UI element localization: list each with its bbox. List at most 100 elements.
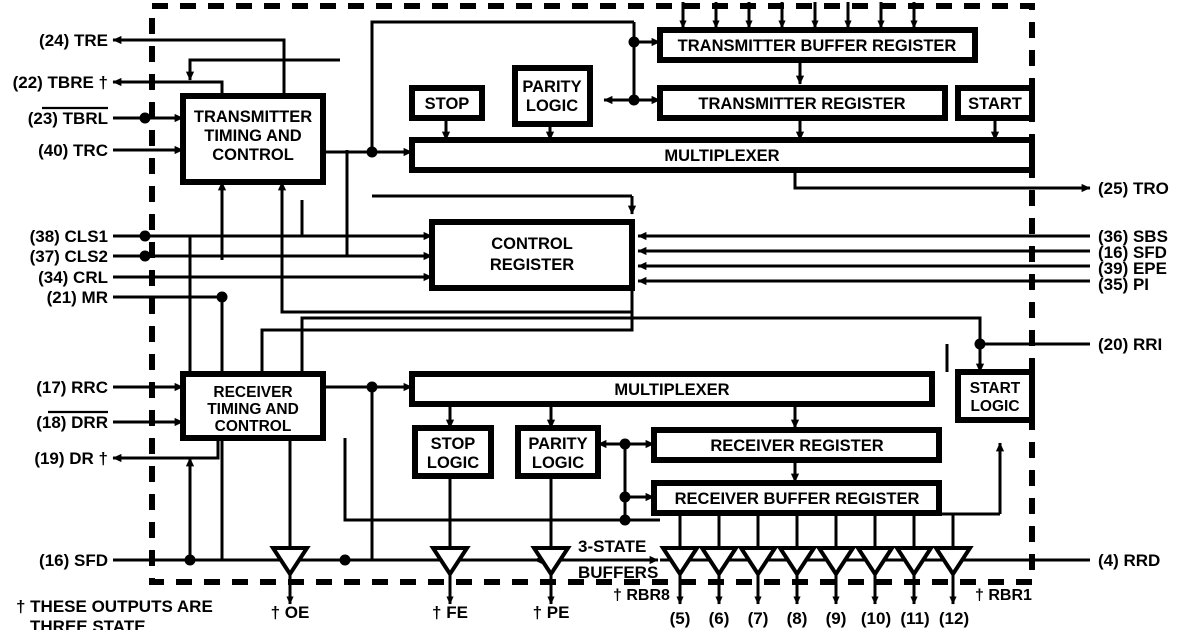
rbr-pin-numbers: (5) (6) (7) (8) (9) (10) (11) (12) xyxy=(670,609,970,628)
right-pin-labels: (25) TRO (36) SBS (16) SFD (39) EPE (35)… xyxy=(1098,179,1169,570)
rbr-pin-12: (12) xyxy=(939,609,969,628)
bottom-pin-labels: † OE † FE † PE xyxy=(271,603,570,622)
rbr-pin-7: (7) xyxy=(748,609,769,628)
pin-label-cls2: (37) CLS2 xyxy=(30,247,108,266)
three-state-label-2: BUFFERS xyxy=(578,563,658,582)
block-receiver-register: RECEIVER REGISTER xyxy=(651,427,942,463)
block-transmitter-buffer-register: TRANSMITTER BUFFER REGISTER xyxy=(657,27,978,63)
buffer-output-arrows xyxy=(286,574,957,605)
block-start-transmit: START xyxy=(955,85,1035,121)
block-stop-transmit: STOP xyxy=(409,85,485,121)
buffer-rbr5 xyxy=(776,546,818,578)
block-receiver-buffer-register: RECEIVER BUFFER REGISTER xyxy=(651,480,942,516)
pin-label-pi: (35) PI xyxy=(1098,275,1149,294)
block-multiplexer-transmit: MULTIPLEXER xyxy=(409,137,1035,173)
block-start-logic-receive: START LOGIC xyxy=(955,369,1035,423)
block-parity-logic-transmit: PARITY LOGIC xyxy=(512,65,593,127)
pin-label-tre: (24) TRE xyxy=(39,31,108,50)
three-state-annotation: 3-STATE BUFFERS xyxy=(578,537,658,582)
pin-label-rrd: (4) RRD xyxy=(1098,551,1160,570)
pin-label-drr: (18) DRR xyxy=(36,413,108,432)
buffer-rbr7 xyxy=(698,546,740,578)
block-label: LOGIC xyxy=(970,398,1019,415)
block-label: MULTIPLEXER xyxy=(664,147,779,165)
pin-label-rrc: (17) RRC xyxy=(36,378,108,397)
pin-label-cls1: (38) CLS1 xyxy=(30,227,108,246)
three-state-buffers xyxy=(269,546,974,578)
rbr-labels: † RBR8 † RBR1 xyxy=(613,587,1032,604)
block-transmitter-timing-control: TRANSMITTER TIMING AND CONTROL xyxy=(180,93,326,185)
block-label: START xyxy=(968,95,1022,113)
buffer-rbr6 xyxy=(737,546,779,578)
rbr8-label: † RBR8 xyxy=(613,587,670,604)
buffer-rbr4 xyxy=(815,546,857,578)
block-multiplexer-receive: MULTIPLEXER xyxy=(409,371,935,407)
block-label: CONTROL xyxy=(212,146,294,164)
wiring xyxy=(112,20,1091,565)
block-label: RECEIVER REGISTER xyxy=(710,437,883,455)
pin-label-trc: (40) TRC xyxy=(38,141,108,160)
block-transmitter-register: TRANSMITTER REGISTER xyxy=(657,85,948,121)
buffer-pe xyxy=(530,546,572,578)
block-label: RECEIVER BUFFER REGISTER xyxy=(675,490,920,508)
pin-label-rri: (20) RRI xyxy=(1098,335,1162,354)
left-pin-labels: (24) TRE (22) TBRE † (23) TBRL (40) TRC … xyxy=(13,31,108,570)
block-label: LOGIC xyxy=(532,454,584,472)
buffer-rbr8 xyxy=(659,546,701,578)
pin-label-sbs: (36) SBS xyxy=(1098,227,1168,246)
block-label: REGISTER xyxy=(490,256,574,274)
rbr-pin-10: (10) xyxy=(861,609,891,628)
footnote-line-1: † THESE OUTPUTS ARE xyxy=(16,597,213,616)
buffer-rbr3 xyxy=(854,546,896,578)
block-label: TIMING AND xyxy=(207,401,299,418)
block-label: TRANSMITTER REGISTER xyxy=(698,95,905,113)
block-label: LOGIC xyxy=(427,454,479,472)
block-label: PARITY xyxy=(528,435,587,453)
block-control-register: CONTROL REGISTER xyxy=(429,219,635,291)
chip-boundary xyxy=(149,3,1035,585)
block-label: LOGIC xyxy=(526,97,578,115)
pin-label-crl: (34) CRL xyxy=(38,268,108,287)
block-receiver-timing-control: RECEIVER TIMING AND CONTROL xyxy=(180,371,326,441)
pin-label-tbre: (22) TBRE † xyxy=(13,73,108,92)
rbr-pin-9: (9) xyxy=(826,609,847,628)
block-stop-logic-receive: STOP LOGIC xyxy=(412,425,494,479)
rbr-pin-8: (8) xyxy=(787,609,808,628)
pin-label-oe: † OE xyxy=(271,603,310,622)
block-label: TRANSMITTER xyxy=(194,108,312,126)
junction-dots xyxy=(139,36,986,566)
rbr-pin-11: (11) xyxy=(900,609,929,628)
rbr-pin-5: (5) xyxy=(670,609,691,628)
block-label: RECEIVER xyxy=(213,384,292,401)
pin-label-tro: (25) TRO xyxy=(1098,179,1169,198)
block-label: CONTROL xyxy=(491,235,573,253)
footnote-line-2: THREE STATE xyxy=(30,617,146,630)
pin-label-pe: † PE xyxy=(533,603,570,622)
pin-label-mr: (21) MR xyxy=(47,288,108,307)
block-label: TRANSMITTER BUFFER REGISTER xyxy=(678,37,957,55)
rbr1-label: † RBR1 xyxy=(975,587,1032,604)
rbr-pin-6: (6) xyxy=(709,609,730,628)
pin-label-tbrl: (23) TBRL xyxy=(28,109,108,128)
buffer-rbr1 xyxy=(932,546,974,578)
block-label: PARITY xyxy=(522,78,581,96)
block-label: TIMING AND xyxy=(204,127,302,145)
block-label: START xyxy=(970,380,1021,397)
block-label: STOP xyxy=(431,435,476,453)
buffer-rbr2 xyxy=(893,546,935,578)
pin-label-sfd-left: (16) SFD xyxy=(39,551,108,570)
pin-label-fe: † FE xyxy=(432,603,468,622)
pin-label-epe: (39) EPE xyxy=(1098,259,1167,278)
block-label: MULTIPLEXER xyxy=(614,381,729,399)
block-parity-logic-receive: PARITY LOGIC xyxy=(515,425,601,479)
pin-label-dr: (19) DR † xyxy=(34,449,108,468)
three-state-label-1: 3-STATE xyxy=(578,537,646,556)
block-label: CONTROL xyxy=(215,418,292,435)
buffer-oe xyxy=(269,546,311,578)
pin-label-sfd-right: (16) SFD xyxy=(1098,243,1167,262)
footnote: † THESE OUTPUTS ARE THREE STATE xyxy=(16,597,213,630)
buffer-fe xyxy=(429,546,471,578)
tbr-data-inputs xyxy=(679,2,918,29)
